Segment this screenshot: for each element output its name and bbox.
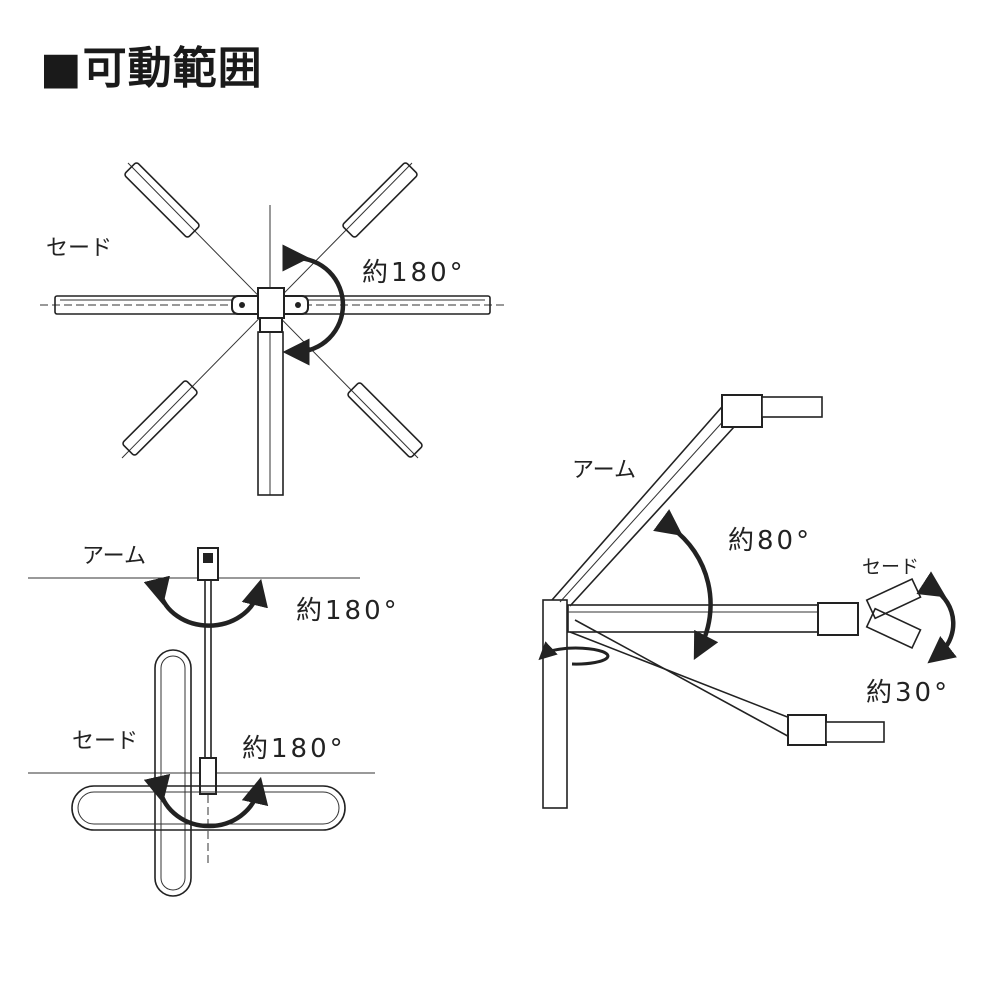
right-arm-angle-label: 約80° [728,526,813,556]
side-view-arm-shade-tilt [538,394,957,809]
top-view-shade-rotation [40,162,505,496]
bottom-left-shade-angle-label: 約180° [242,734,346,764]
right-arm-label: アーム [572,458,637,483]
right-shade-label: セード [862,556,920,578]
page-title: ■可動範囲 [40,43,263,94]
top-view-arm-shade-rotation [28,547,375,897]
top-shade-label: セード [46,236,113,261]
right-shade-angle-label: 約30° [866,678,951,708]
top-angle-label: 約180° [362,258,466,288]
bottom-left-arm-label: アーム [82,544,147,569]
bottom-left-shade-label: セード [72,729,139,754]
bottom-left-arm-angle-label: 約180° [296,596,400,626]
